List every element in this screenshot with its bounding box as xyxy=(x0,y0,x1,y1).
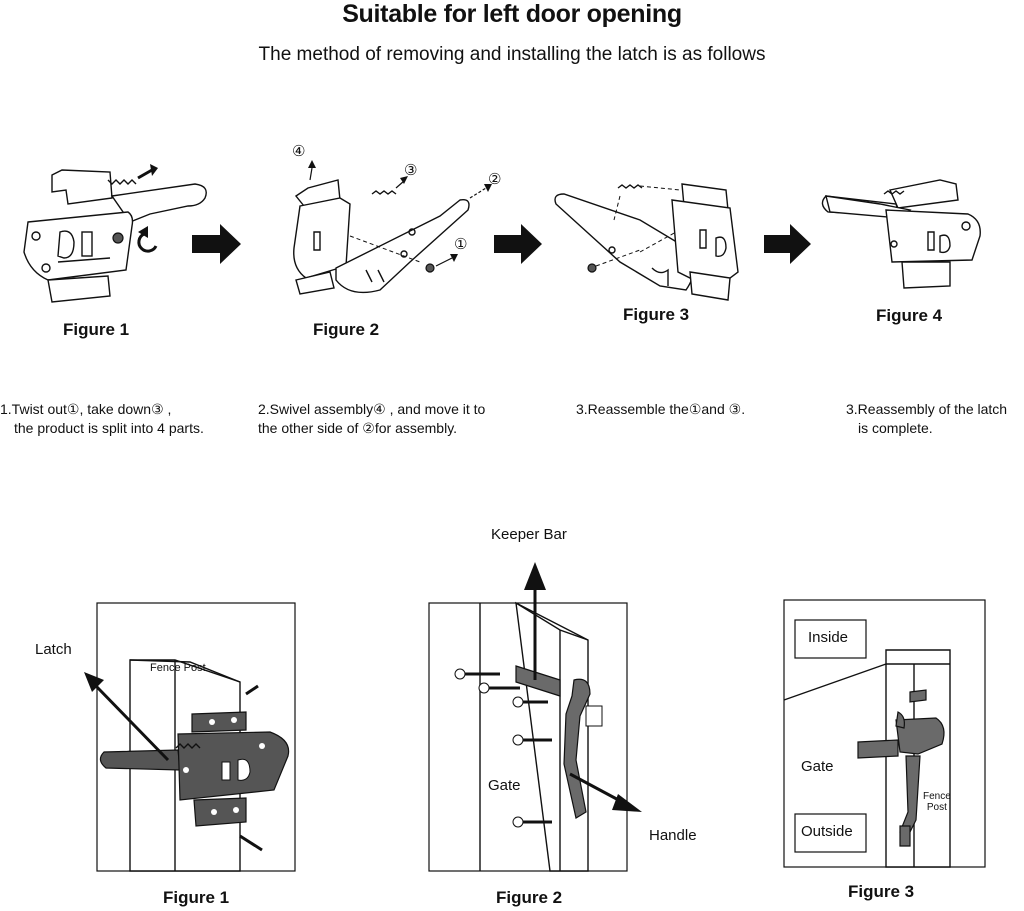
step-1-line-1: 1.Twist out①, take down③ , xyxy=(0,401,172,417)
top-figure-3-label: Figure 3 xyxy=(623,305,690,324)
box-inside: Inside xyxy=(808,629,849,646)
latch-assembly-1 xyxy=(23,164,207,303)
fence-post-text-3: Fence Post xyxy=(923,791,951,813)
step-3-text: 3.Reassemble the①and ③. xyxy=(576,400,745,419)
step-2-text: 2.Swivel assembly④ , and move it to the … xyxy=(258,400,485,438)
top-figure-2-illustration xyxy=(293,160,492,295)
screws xyxy=(454,668,552,828)
top-figure-4-illustration xyxy=(821,179,981,289)
bottom-figure-1-label: Figure 1 xyxy=(163,888,230,907)
fence-post-line-2: Post xyxy=(926,802,947,813)
bottom-figure-3-illustration xyxy=(783,599,986,868)
step-4-line-1: 3.Reassembly of the latch xyxy=(846,401,1008,417)
top-figure-4-label: Figure 4 xyxy=(876,306,943,325)
top-figure-3-illustration xyxy=(554,183,739,301)
fence-post-text-1: Fence Post xyxy=(150,662,206,674)
step-4-line-2: is complete. xyxy=(858,420,933,436)
callout-1: ① xyxy=(454,236,468,253)
callout-4: ④ xyxy=(292,143,306,160)
top-figure-2-label: Figure 2 xyxy=(313,320,380,339)
step-1-text: 1.Twist out①, take down③ , the product i… xyxy=(0,400,204,438)
bottom-figure-1-illustration xyxy=(84,602,296,872)
callout-gate-2: Gate xyxy=(488,777,521,794)
callout-handle: Handle xyxy=(649,827,697,844)
step-2-line-1: 2.Swivel assembly④ , and move it to xyxy=(258,401,486,417)
right-arrow-icon xyxy=(192,224,241,264)
callout-keeper-bar: Keeper Bar xyxy=(491,526,567,543)
bottom-figure-2-illustration xyxy=(428,562,642,872)
callout-3: ③ xyxy=(404,162,418,179)
right-arrow-icon xyxy=(764,224,811,264)
fence-post-line-1: Fence xyxy=(923,791,951,802)
page-title: Suitable for left door opening xyxy=(342,0,682,28)
step-4-text: 3.Reassembly of the latch is complete. xyxy=(846,400,1007,438)
top-figure-1-label: Figure 1 xyxy=(63,320,130,339)
step-2-line-2: the other side of ②for assembly. xyxy=(258,420,458,436)
bottom-figure-2-label: Figure 2 xyxy=(496,888,563,907)
callout-gate-3: Gate xyxy=(801,758,834,775)
callout-latch: Latch xyxy=(35,641,72,658)
box-outside: Outside xyxy=(801,823,853,840)
page-subtitle: The method of removing and installing th… xyxy=(258,44,766,65)
callout-2: ② xyxy=(488,171,502,188)
step-3-line-1: 3.Reassemble the①and ③. xyxy=(576,401,746,417)
rotate-icon xyxy=(137,226,158,253)
right-arrow-icon xyxy=(494,224,542,264)
bottom-figure-3-label: Figure 3 xyxy=(848,882,915,901)
step-1-line-2: the product is split into 4 parts. xyxy=(14,420,204,436)
